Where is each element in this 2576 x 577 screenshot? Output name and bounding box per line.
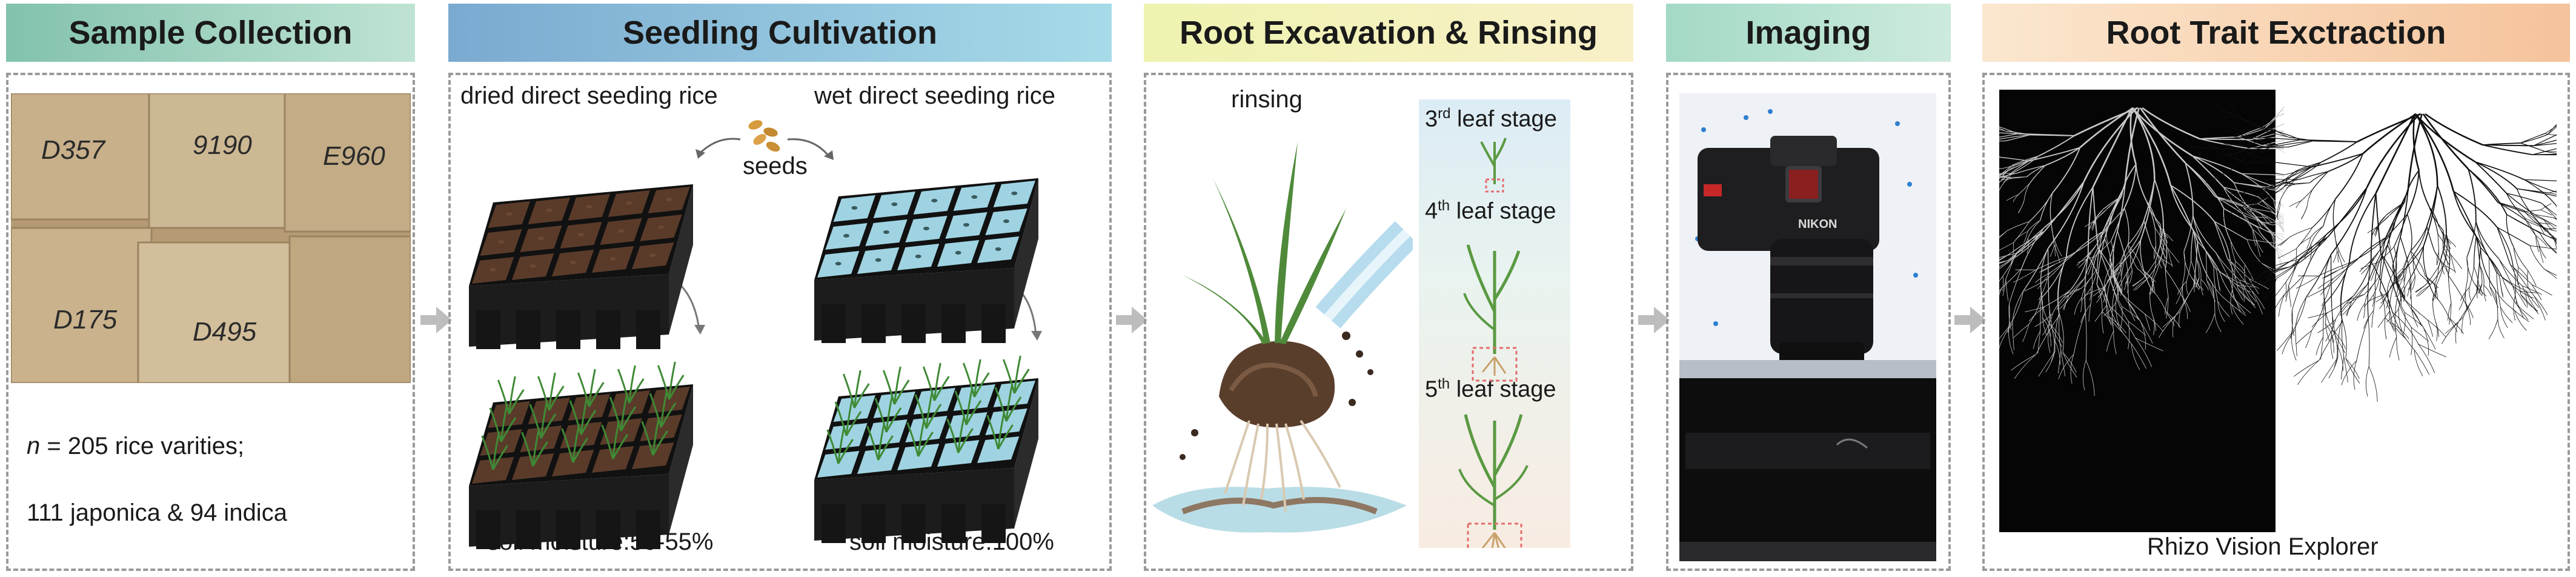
stage-header: Sample Collection bbox=[6, 4, 415, 62]
camera-icon: NIKON bbox=[1698, 136, 1879, 366]
seedling-3rd-leaf bbox=[1480, 138, 1507, 193]
imaging-setup-photo: NIKON bbox=[1679, 93, 1936, 561]
flow-arrow-icon bbox=[418, 302, 454, 338]
stage-title: Seedling Cultivation bbox=[622, 15, 938, 51]
seed-grains-icon bbox=[748, 120, 780, 152]
stage-seedling-cultivation: Seedling Cultivation dried direct seedin… bbox=[448, 0, 1112, 577]
stage-frame: rinsing bbox=[1144, 73, 1633, 571]
leaf-stage-label: 3rd leaf stage bbox=[1425, 105, 1557, 132]
rinsing-illustration bbox=[1152, 142, 1413, 533]
seed-bag bbox=[288, 235, 411, 383]
curved-arrow-icon bbox=[787, 138, 831, 158]
seed-bag bbox=[148, 93, 294, 229]
dry-tray-seedlings bbox=[469, 361, 693, 549]
stage-title: Sample Collection bbox=[68, 15, 353, 51]
subspecies-text: 111 japonica & 94 indica bbox=[27, 499, 287, 526]
stage-header: Imaging bbox=[1666, 4, 1951, 62]
root-scanner-tray bbox=[1679, 378, 1936, 561]
seedling-trays-illustration bbox=[469, 120, 1042, 549]
stage-root-trait: Root Trait Exctraction Rhizo Vision Expl… bbox=[1982, 0, 2570, 577]
stage-header: Root Trait Exctraction bbox=[1982, 4, 2570, 62]
seedling-5th-leaf bbox=[1458, 414, 1529, 548]
stage-title: Root Trait Exctraction bbox=[2106, 15, 2446, 51]
bag-label: D357 bbox=[41, 135, 106, 165]
stage-frame: NIKON bbox=[1666, 73, 1951, 571]
stage-frame: D357 9190 E960 D175 D495 n = 205 rice va… bbox=[6, 73, 415, 571]
camera-brand: NIKON bbox=[1798, 218, 1837, 231]
leaf-stages-panel: 3rd leaf stage 4th leaf stage 5th leaf s… bbox=[1419, 99, 1570, 548]
dry-tray-before bbox=[469, 184, 693, 349]
seed-bag bbox=[137, 241, 303, 383]
stage-sample-collection: Sample Collection D357 9190 E960 D175 D4… bbox=[6, 0, 415, 577]
seedling-4th-leaf bbox=[1463, 244, 1521, 382]
wet-seeding-label: wet direct seeding rice bbox=[814, 82, 1055, 109]
sample-count-text: n = 205 rice varities; bbox=[27, 433, 245, 459]
bag-label: D495 bbox=[193, 317, 257, 347]
stage-header: Root Excavation & Rinsing bbox=[1144, 4, 1633, 62]
stage-title: Imaging bbox=[1745, 15, 1871, 51]
segmented-root-image bbox=[2284, 90, 2557, 532]
leaf-stage-label: 4th leaf stage bbox=[1425, 198, 1556, 224]
stage-root-excavation: Root Excavation & Rinsing rinsing bbox=[1144, 0, 1633, 577]
curved-arrow-icon bbox=[698, 138, 741, 155]
software-label: Rhizo Vision Explorer bbox=[2147, 533, 2378, 560]
stage-header: Seedling Cultivation bbox=[448, 4, 1112, 62]
seed-bag bbox=[284, 93, 411, 233]
wet-tray-before bbox=[814, 178, 1038, 343]
seeds-label: seeds bbox=[743, 153, 808, 179]
stage-frame: Rhizo Vision Explorer bbox=[1982, 73, 2570, 571]
seed-bags-photo: D357 9190 E960 D175 D495 bbox=[11, 93, 411, 383]
leaf-stage-label: 5th leaf stage bbox=[1425, 376, 1556, 402]
bag-label: 9190 bbox=[193, 130, 252, 160]
dry-seeding-label: dried direct seeding rice bbox=[460, 82, 718, 109]
stage-frame: dried direct seeding rice wet direct see… bbox=[448, 73, 1112, 571]
root-images bbox=[1999, 90, 2557, 532]
flow-arrow-icon bbox=[1636, 302, 1672, 338]
stage-imaging: Imaging NIKON bbox=[1666, 0, 1951, 577]
rinsing-label: rinsing bbox=[1231, 86, 1303, 113]
bag-label: E960 bbox=[323, 141, 385, 171]
flow-arrow-icon bbox=[1952, 302, 1988, 338]
wet-tray-seedlings bbox=[814, 355, 1038, 543]
bag-label: D175 bbox=[53, 305, 118, 335]
stage-title: Root Excavation & Rinsing bbox=[1179, 15, 1598, 51]
leaf-stage-seedlings bbox=[1458, 138, 1529, 548]
flow-arrow-icon bbox=[1114, 302, 1150, 338]
seed-bag bbox=[11, 93, 156, 221]
raw-root-scan bbox=[1999, 90, 2276, 532]
n-symbol: n bbox=[27, 433, 41, 459]
